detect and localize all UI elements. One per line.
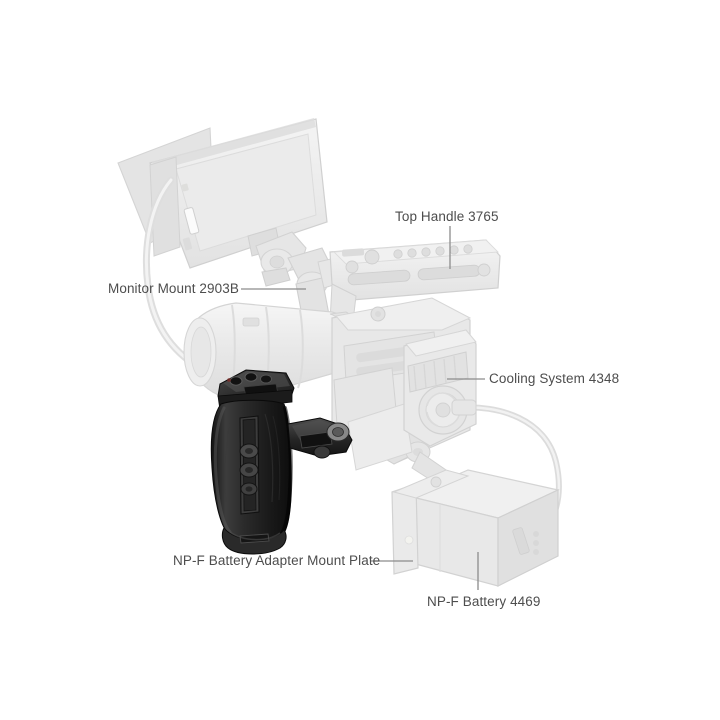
camera-monitor	[117, 118, 328, 269]
np-f-adapter-mount-plate	[391, 469, 470, 575]
leader-lines	[241, 226, 485, 590]
cooling-fan-unit	[403, 329, 477, 447]
monitor-cable	[142, 176, 204, 372]
side-handle-grip	[210, 369, 353, 555]
callout-label-top-handle: Top Handle 3765	[395, 209, 499, 224]
callout-label-np-f-battery: NP-F Battery 4469	[427, 594, 541, 609]
top-handle-bar	[329, 239, 501, 331]
callout-label-np-f-battery-adapter-mount-plate: NP-F Battery Adapter Mount Plate	[173, 553, 381, 568]
callout-label-monitor-mount: Monitor Mount 2903B	[108, 281, 239, 296]
callout-label-cooling-system: Cooling System 4348	[489, 371, 620, 386]
